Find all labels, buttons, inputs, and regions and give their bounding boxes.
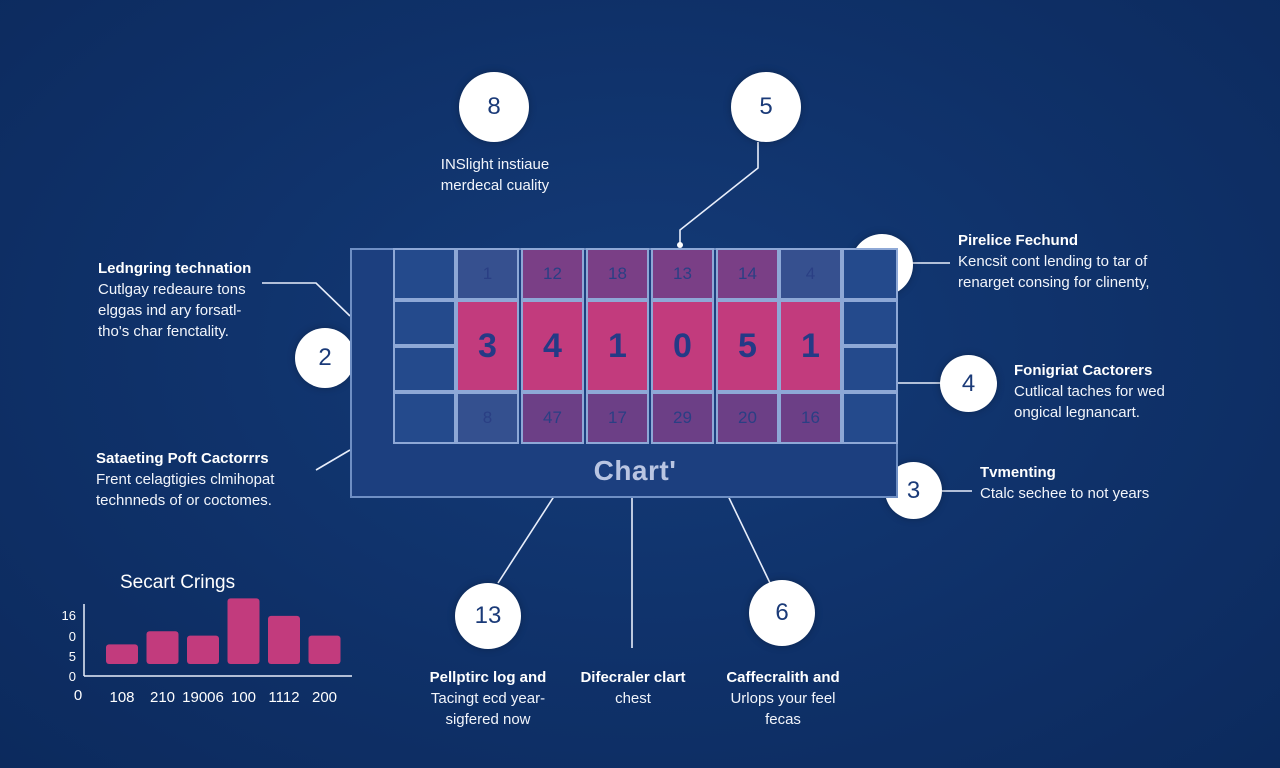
connector-top-right bbox=[679, 142, 759, 245]
bottom-label-right-line: fecas bbox=[765, 711, 801, 728]
mini-chart-xtick: 100 bbox=[231, 689, 256, 706]
bottom-label-left-line: Tacingt ecd year- bbox=[430, 690, 546, 707]
right-label-middle-line: Cutlical taches for wed bbox=[1014, 383, 1165, 400]
left-label-top-line: Cutlgay redeaure tons bbox=[98, 281, 246, 298]
grid-cell-empty bbox=[393, 248, 456, 300]
grid-cell-bottom: 47 bbox=[521, 392, 584, 444]
mini-chart-bar bbox=[308, 635, 341, 664]
right-label-top-line: renarget consing for clinenty, bbox=[958, 274, 1150, 291]
grid-cell-bottom: 20 bbox=[716, 392, 779, 444]
grid-cell-top: 12 bbox=[521, 248, 584, 300]
left-label-bottom-line: Frent celagtigies clmihopat bbox=[96, 471, 275, 488]
connector-left-bottom bbox=[315, 449, 351, 471]
grid-cell-highlight: 3 bbox=[456, 300, 519, 392]
grid-cell-empty bbox=[842, 346, 898, 392]
mini-chart-bar bbox=[268, 615, 300, 664]
bottom-label-center: Difecraler clart chest bbox=[563, 667, 703, 709]
grid-cell-bottom: 8 bbox=[456, 392, 519, 444]
grid-cell-bottom: 29 bbox=[651, 392, 714, 444]
bottom-label-right: Caffecralith and Urlops your feel fecas bbox=[708, 667, 858, 730]
bottom-label-center-title: Difecraler clart bbox=[580, 669, 686, 686]
mini-chart-x-origin: 0 bbox=[73, 687, 83, 704]
grid-cell-highlight: 0 bbox=[651, 300, 714, 392]
grid-cell-top: 18 bbox=[586, 248, 649, 300]
grid-cell-highlight: 1 bbox=[586, 300, 649, 392]
mini-bar-chart: 108 210 19006 100 1112 200 bbox=[83, 598, 352, 706]
grid-cell-top: 13 bbox=[651, 248, 714, 300]
left-label-bottom: Sataeting Poft Cactorrrs Frent celagtigi… bbox=[96, 448, 326, 511]
mini-chart-ytick: 16 bbox=[61, 608, 76, 623]
grid-cell-bottom: 17 bbox=[586, 392, 649, 444]
grid-cell-highlight: 5 bbox=[716, 300, 779, 392]
mini-chart-xtick: 19006 bbox=[182, 689, 224, 706]
mini-chart-xtick: 200 bbox=[312, 689, 337, 706]
right-label-middle-line: ongical legnancart. bbox=[1014, 404, 1140, 421]
left-label-top-title: Ledngring technation bbox=[98, 260, 252, 277]
left-label-top-line: elggas ind ary forsatl- bbox=[98, 302, 242, 319]
right-label-middle: Fonigriat Cactorers Cutlical taches for … bbox=[1014, 360, 1214, 423]
number-circle-2: 2 bbox=[295, 328, 355, 388]
left-label-top-line: tho's char fenctality. bbox=[98, 323, 229, 340]
grid-cell-empty bbox=[393, 300, 456, 346]
mini-chart-xtick: 1112 bbox=[268, 689, 299, 706]
insight-label: INSlight instiaue merdecal cuality bbox=[410, 154, 580, 196]
mini-chart-xtick: 108 bbox=[109, 689, 134, 706]
mini-chart-ytick: 0 bbox=[68, 629, 76, 644]
grid-cell-empty bbox=[842, 300, 898, 346]
number-circle-13: 13 bbox=[455, 583, 521, 649]
left-label-bottom-line: technneds of or coctomes. bbox=[96, 492, 272, 509]
mini-chart-ytick: 5 bbox=[68, 649, 76, 664]
right-label-top-title: Pirelice Fechund bbox=[958, 232, 1079, 249]
grid-cell-highlight: 1 bbox=[779, 300, 842, 392]
grid-cell-top: 1 bbox=[456, 248, 519, 300]
number-circle-3: 3 bbox=[885, 462, 942, 519]
mini-chart-title: Secart Crings bbox=[120, 572, 236, 593]
bottom-label-left: Pellptirc log and Tacingt ecd year- sigf… bbox=[408, 667, 568, 730]
connector-dot bbox=[677, 242, 683, 248]
grid-center-label: Chart' bbox=[593, 455, 677, 486]
bottom-label-left-title: Pellptirc log and bbox=[429, 669, 547, 686]
mini-chart-xtick: 210 bbox=[150, 689, 175, 706]
bottom-label-left-line: sigfered now bbox=[445, 711, 531, 728]
right-label-bottom: Tvmenting Ctalc sechee to not years bbox=[980, 462, 1210, 504]
insight-label-line: INSlight instiaue bbox=[440, 156, 550, 173]
right-label-top-line: Kencsit cont lending to tar of bbox=[958, 253, 1148, 270]
bottom-label-right-title: Caffecralith and bbox=[726, 669, 840, 686]
right-label-top: Pirelice Fechund Kencsit cont lending to… bbox=[958, 230, 1188, 293]
grid-cell-empty bbox=[842, 248, 898, 300]
grid-cell-empty bbox=[393, 346, 456, 392]
connector-left-top bbox=[262, 282, 351, 317]
mini-chart-bar bbox=[187, 635, 219, 664]
grid-cell-empty bbox=[842, 392, 898, 444]
left-label-bottom-title: Sataeting Poft Cactorrrs bbox=[96, 450, 269, 467]
bottom-label-center-line: chest bbox=[615, 690, 651, 707]
left-label-top: Ledngring technation Cutlgay redeaure to… bbox=[98, 258, 298, 342]
grid-cell-top: 14 bbox=[716, 248, 779, 300]
right-label-bottom-title: Tvmenting bbox=[980, 464, 1056, 481]
insight-label-line: merdecal cuality bbox=[440, 177, 550, 194]
number-circle-5: 5 bbox=[731, 72, 801, 142]
right-label-middle-title: Fonigriat Cactorers bbox=[1014, 362, 1153, 379]
number-circle-8: 8 bbox=[459, 72, 529, 142]
grid-cell-empty bbox=[393, 392, 456, 444]
bottom-label-right-line: Urlops your feel bbox=[730, 690, 836, 707]
mini-chart-bar bbox=[106, 644, 138, 664]
number-circle-6: 6 bbox=[749, 580, 815, 646]
mini-chart-ytick: 0 bbox=[68, 669, 76, 684]
mini-chart-bar bbox=[146, 631, 179, 664]
grid-cell-bottom: 16 bbox=[779, 392, 842, 444]
right-label-bottom-line: Ctalc sechee to not years bbox=[980, 485, 1150, 502]
grid-cell-highlight: 4 bbox=[521, 300, 584, 392]
grid-cell-top: 4 bbox=[779, 248, 842, 300]
number-circle-4-middle: 4 bbox=[940, 355, 997, 412]
mini-chart-bar bbox=[227, 598, 260, 664]
